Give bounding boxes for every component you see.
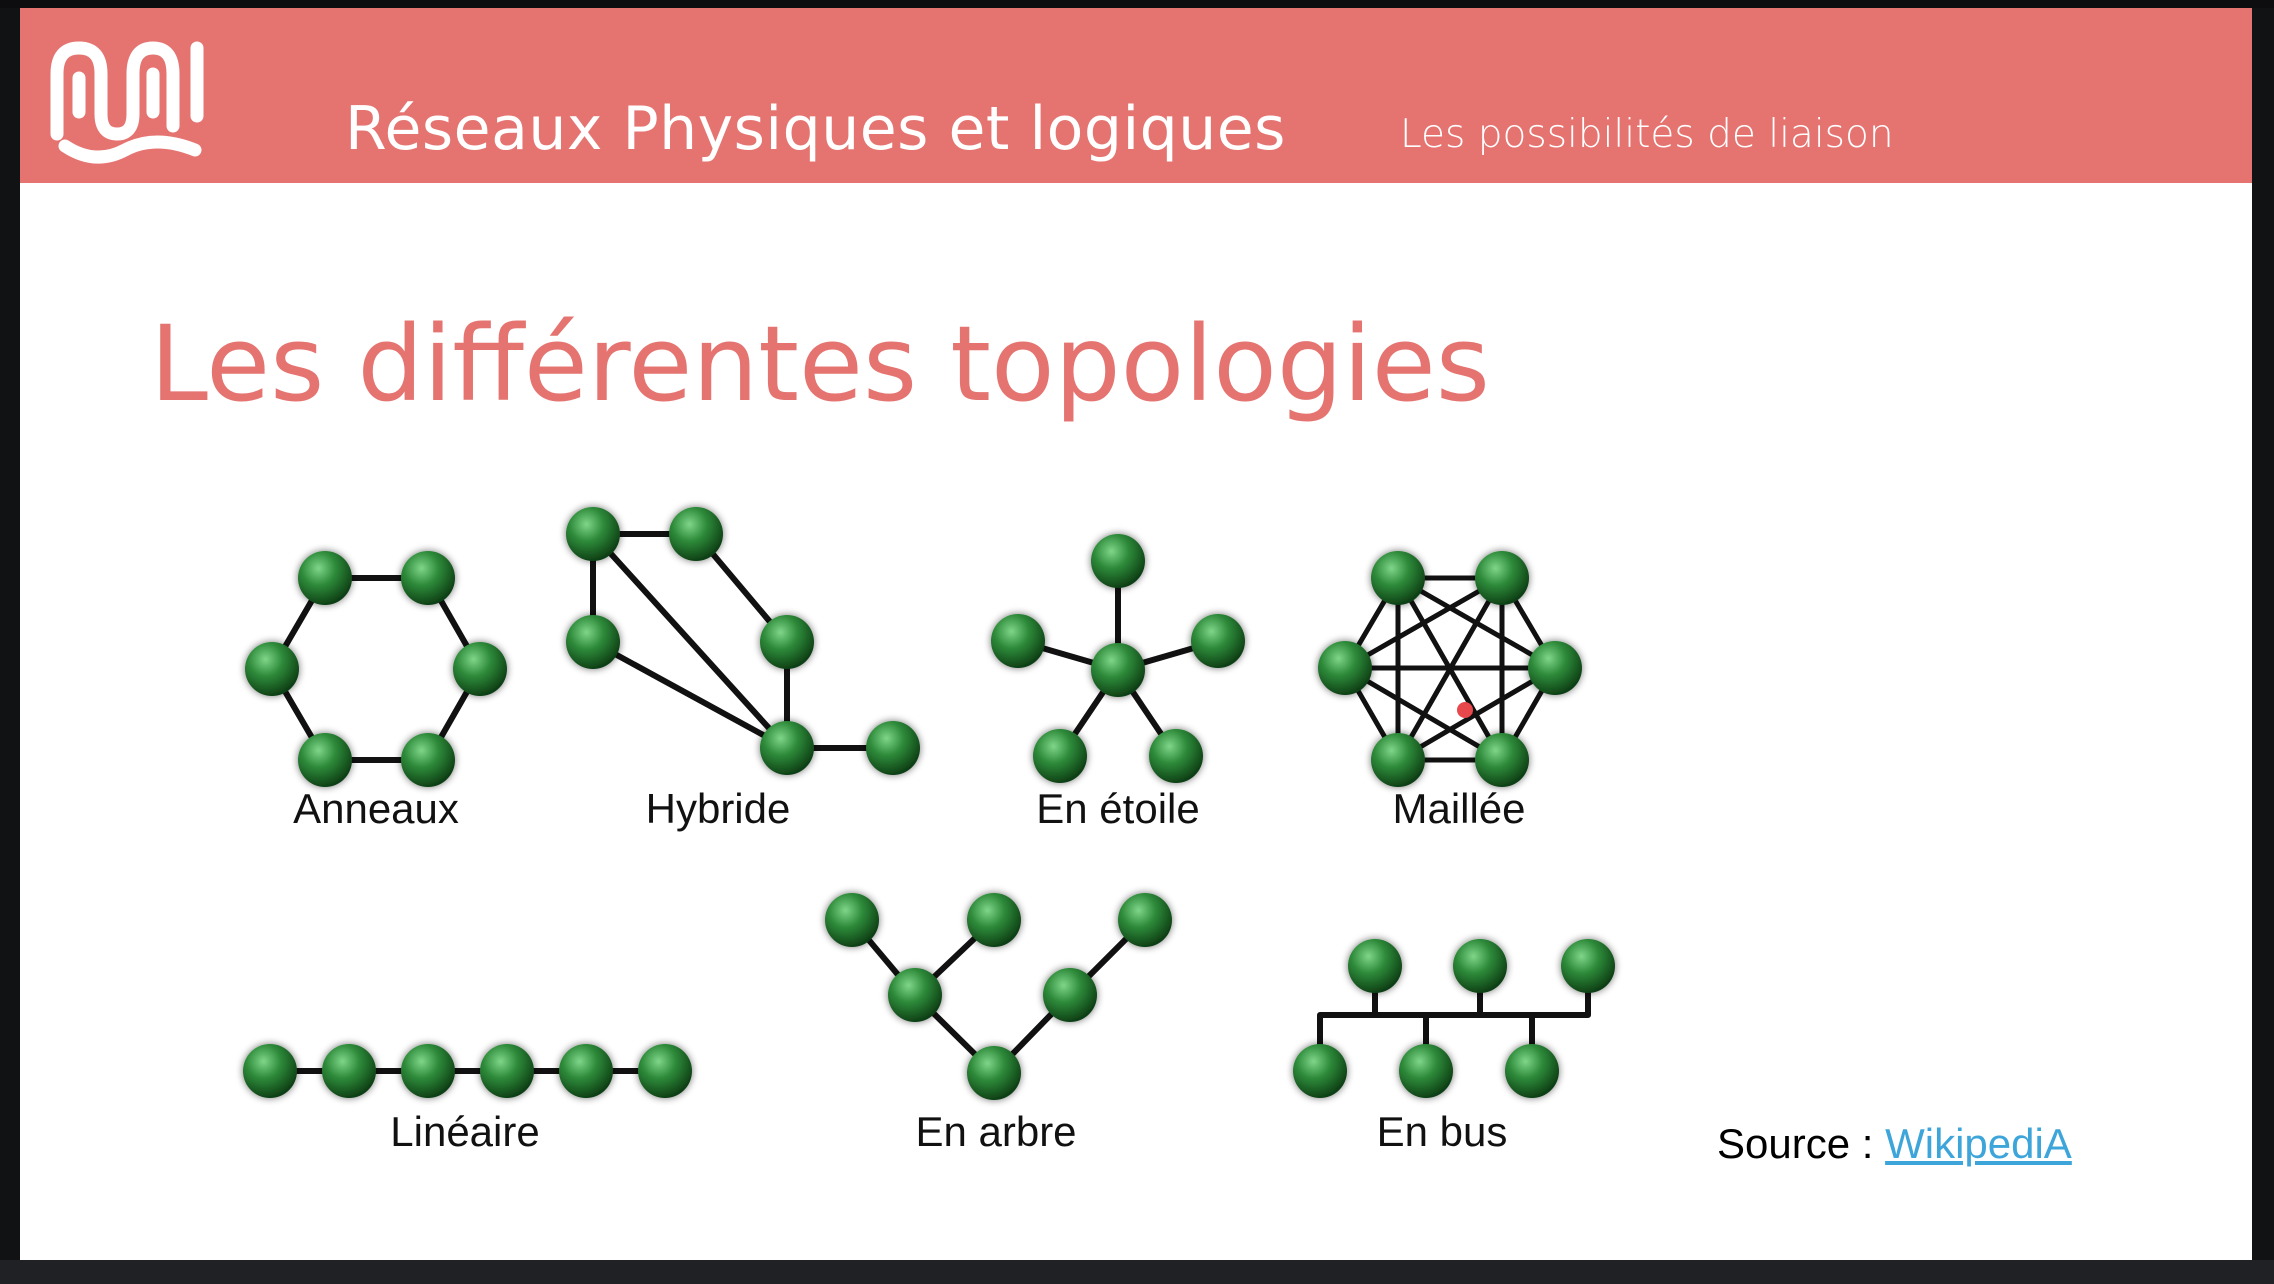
mesh-node xyxy=(1475,551,1529,605)
source-label: Source : xyxy=(1717,1120,1886,1167)
source-line: Source : WikipediA xyxy=(1717,1120,2072,1168)
bus-node xyxy=(1453,939,1507,993)
star-topology: En étoile xyxy=(991,534,1245,832)
label-ring: Anneaux xyxy=(293,785,459,832)
star-hub-node xyxy=(1091,643,1145,697)
ring-node xyxy=(401,551,455,605)
linear-node xyxy=(559,1044,613,1098)
star-node xyxy=(1149,729,1203,783)
bus-node xyxy=(1348,939,1402,993)
label-mesh: Maillée xyxy=(1392,785,1525,832)
hybrid-node xyxy=(669,507,723,561)
bus-node xyxy=(1399,1044,1453,1098)
star-node xyxy=(1191,614,1245,668)
ring-node xyxy=(245,642,299,696)
hybrid-node xyxy=(866,721,920,775)
slide-header: Réseaux Physiques et logiques Les possib… xyxy=(20,8,2252,183)
bus-topology: En bus xyxy=(1293,939,1615,1155)
window-bottom-bar xyxy=(0,1260,2274,1284)
linear-node xyxy=(243,1044,297,1098)
linear-node xyxy=(322,1044,376,1098)
star-node xyxy=(991,614,1045,668)
tree-node xyxy=(967,893,1021,947)
mesh-node xyxy=(1475,733,1529,787)
hybrid-topology: Hybride xyxy=(566,507,920,832)
label-hybrid: Hybride xyxy=(646,785,791,832)
ring-node xyxy=(298,733,352,787)
tree-node xyxy=(888,968,942,1022)
star-node xyxy=(1033,729,1087,783)
bus-node xyxy=(1561,939,1615,993)
label-bus: En bus xyxy=(1377,1108,1508,1155)
tree-node xyxy=(1118,893,1172,947)
laser-pointer-dot xyxy=(1457,702,1473,718)
ring-node xyxy=(401,733,455,787)
header-subtitle: Les possibilités de liaison xyxy=(1400,112,1894,157)
label-star: En étoile xyxy=(1036,785,1199,832)
star-node xyxy=(1091,534,1145,588)
mesh-node xyxy=(1371,551,1425,605)
ring-topology: Anneaux xyxy=(245,551,507,832)
page-title: Les différentes topologies xyxy=(150,303,1490,425)
hybrid-node xyxy=(760,721,814,775)
bus-node xyxy=(1293,1044,1347,1098)
linear-topology: Linéaire xyxy=(243,1044,692,1155)
ring-node xyxy=(298,551,352,605)
header-title: Réseaux Physiques et logiques xyxy=(345,94,1286,164)
topologies-diagram: Anneaux Hybride xyxy=(243,507,1615,1155)
hybrid-node xyxy=(760,615,814,669)
tree-node xyxy=(1043,968,1097,1022)
label-tree: En arbre xyxy=(915,1108,1076,1155)
presentation-slide: Réseaux Physiques et logiques Les possib… xyxy=(20,8,2252,1260)
mesh-node xyxy=(1371,733,1425,787)
tree-root-node xyxy=(967,1046,1021,1100)
linear-node xyxy=(401,1044,455,1098)
brand-logo-icon xyxy=(50,41,204,164)
hybrid-node xyxy=(566,507,620,561)
ring-node xyxy=(453,642,507,696)
tree-node xyxy=(825,893,879,947)
linear-node xyxy=(638,1044,692,1098)
mesh-topology: Maillée xyxy=(1318,551,1582,832)
mesh-node xyxy=(1318,641,1372,695)
window-top-strip xyxy=(0,0,2274,8)
label-linear: Linéaire xyxy=(390,1108,539,1155)
mesh-node xyxy=(1528,641,1582,695)
hybrid-node xyxy=(566,615,620,669)
bus-node xyxy=(1505,1044,1559,1098)
source-link[interactable]: WikipediA xyxy=(1885,1120,2072,1167)
linear-node xyxy=(480,1044,534,1098)
tree-topology: En arbre xyxy=(825,893,1172,1155)
